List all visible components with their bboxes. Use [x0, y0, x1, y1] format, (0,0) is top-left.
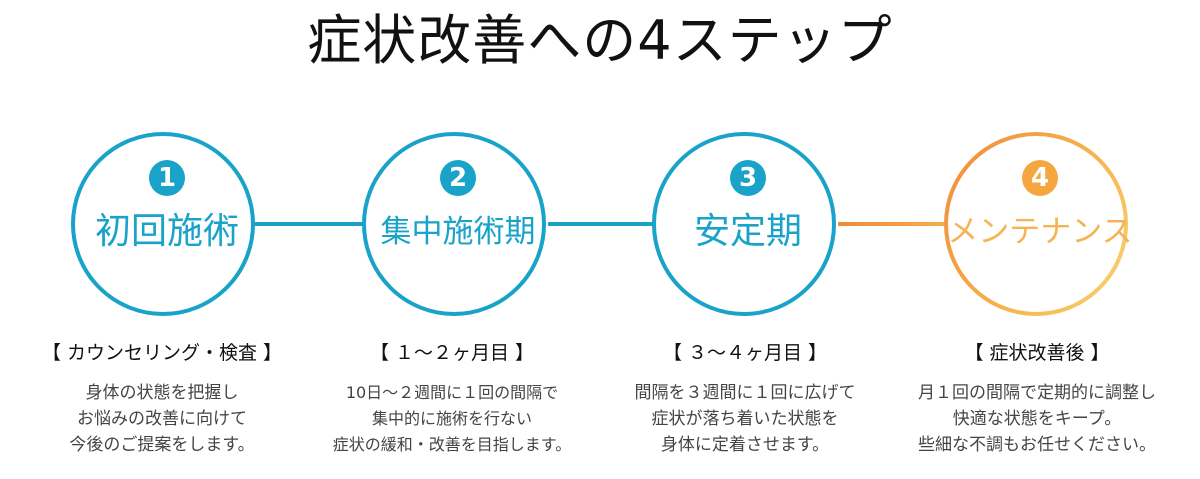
step-name: メンテナンス — [947, 214, 1133, 250]
step-4: 4 メンテナンス 【 症状改善後 】 月１回の間隔で定期的に調整し 快適な状態を… — [887, 0, 1187, 479]
description-line: 些細な不調もお任せください。 — [918, 435, 1156, 455]
step-period: 【 ３〜４ヶ月目 】 — [662, 342, 828, 364]
step-number-badge: 4 — [1022, 160, 1058, 196]
step-number-badge: 2 — [440, 160, 476, 196]
step-number-badge: 1 — [149, 160, 185, 196]
connector-line-3-4 — [838, 222, 950, 226]
description-line: 月１回の間隔で定期的に調整し — [918, 383, 1156, 403]
description-line: 身体の状態を把握し — [85, 383, 239, 403]
step-description: 間隔を３週間に１回に広げて 症状が落ち着いた状態を 身体に定着させます。 — [595, 380, 895, 458]
step-2: 2 集中施術期 【 １〜２ヶ月目 】 10日〜２週間に１回の間隔で 集中的に施術… — [302, 0, 602, 479]
step-name: 安定期 — [693, 211, 802, 252]
description-line: 症状が落ち着いた状態を — [651, 409, 839, 429]
step-period: 【 症状改善後 】 — [964, 342, 1110, 364]
step-number-badge: 3 — [730, 160, 766, 196]
description-line: お悩みの改善に向けて — [77, 409, 247, 429]
step-circle: 1 初回施術 — [71, 132, 255, 316]
description-line: 10日〜２週間に１回の間隔で — [345, 383, 559, 402]
step-circle: 2 集中施術期 — [362, 132, 546, 316]
connector-line-2-3 — [548, 222, 660, 226]
step-period: 【 カウンセリング・検査 】 — [41, 342, 283, 364]
step-description: 月１回の間隔で定期的に調整し 快適な状態をキープ。 些細な不調もお任せください。 — [887, 380, 1187, 458]
description-line: 今後のご提案をします。 — [69, 435, 255, 455]
step-circle: 4 メンテナンス — [944, 132, 1133, 316]
description-line: 身体に定着させます。 — [660, 435, 830, 455]
step-description: 10日〜２週間に１回の間隔で 集中的に施術を行ない 症状の緩和・改善を目指します… — [302, 380, 602, 458]
step-name: 集中施術期 — [380, 214, 536, 250]
description-line: 快適な状態をキープ。 — [952, 409, 1122, 429]
connector-line-1-2 — [251, 222, 369, 226]
step-description: 身体の状態を把握し お悩みの改善に向けて 今後のご提案をします。 — [12, 380, 312, 458]
step-3: 3 安定期 【 ３〜４ヶ月目 】 間隔を３週間に１回に広げて 症状が落ち着いた状… — [595, 0, 895, 479]
step-circle: 3 安定期 — [652, 132, 836, 316]
description-line: 集中的に施術を行ない — [371, 409, 532, 428]
page-title: 症状改善への4ステップ — [307, 9, 893, 72]
description-line: 間隔を３週間に１回に広げて — [634, 383, 856, 403]
step-name: 初回施術 — [94, 211, 239, 252]
description-line: 症状の緩和・改善を目指します。 — [332, 435, 572, 454]
step-period: 【 １〜２ヶ月目 】 — [369, 342, 535, 364]
step-1: 1 初回施術 【 カウンセリング・検査 】 身体の状態を把握し お悩みの改善に向… — [12, 0, 312, 479]
